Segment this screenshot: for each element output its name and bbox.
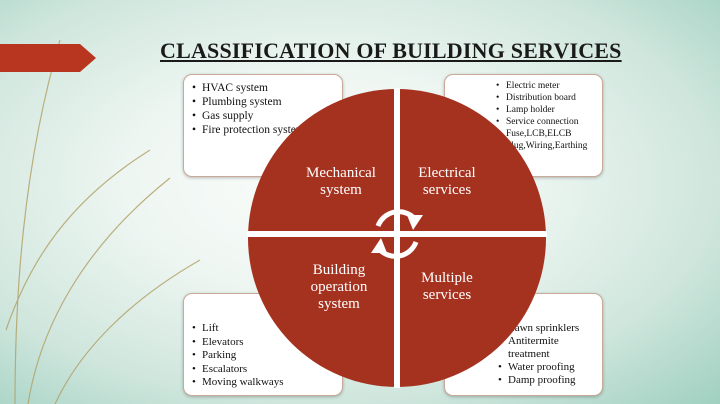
decorative-curve — [54, 259, 201, 404]
list-item: Service connection — [495, 116, 602, 128]
list-item: Fire protection system — [191, 123, 342, 137]
quadrant-label-line: services — [422, 287, 472, 303]
list-item: Damp proofing — [497, 374, 602, 387]
page-title: CLASSIFICATION OF BUILDING SERVICES — [160, 38, 622, 63]
list-item: Electric meter — [495, 80, 602, 92]
quadrant-label-line: Multiple — [421, 270, 473, 286]
list-item: Elevators — [191, 336, 342, 350]
arrow-flag-icon — [0, 44, 96, 72]
decorative-curve — [27, 177, 171, 404]
list-item: Distribution board — [495, 92, 602, 104]
quadrant-label-line: Building — [312, 262, 366, 278]
quadrant-label-line: Electrical — [418, 165, 476, 181]
decorative-curve — [14, 39, 61, 404]
list-item: Lift — [191, 322, 342, 336]
mechanical-items-list: HVAC systemPlumbing systemGas supplyFire… — [184, 75, 342, 137]
list-item: Parking — [191, 349, 342, 363]
quadrant-label-multiple: Multiple services — [408, 270, 486, 304]
quadrant-label-line: Mechanical — [306, 165, 376, 181]
classification-circle — [247, 88, 547, 388]
list-item: Lamp holder — [495, 104, 602, 116]
list-item: Gas supply — [191, 109, 342, 123]
building-items-list: LiftElevatorsParkingEscalatorsMoving wal… — [184, 294, 342, 390]
list-item: HVAC system — [191, 81, 342, 95]
decorative-curve — [5, 149, 151, 331]
quadrant-label-line: system — [318, 296, 360, 312]
quadrant-label-line: operation — [310, 279, 368, 295]
list-item: Plumbing system — [191, 95, 342, 109]
multiple-items-list: Lawn sprinklersAntitermite treatmentWate… — [445, 294, 602, 387]
quadrant-label-line: system — [320, 182, 362, 198]
quadrant-label-electrical: Electrical services — [408, 165, 486, 199]
list-item: Moving walkways — [191, 376, 342, 390]
quadrant-label-building: Building operation system — [296, 262, 382, 313]
list-item: Water proofing — [497, 361, 602, 374]
quadrant-label-line: services — [422, 182, 472, 198]
cycle-arrows-icon — [371, 209, 423, 259]
quadrant-label-mechanical: Mechanical system — [297, 165, 385, 199]
list-item: Escalators — [191, 363, 342, 377]
